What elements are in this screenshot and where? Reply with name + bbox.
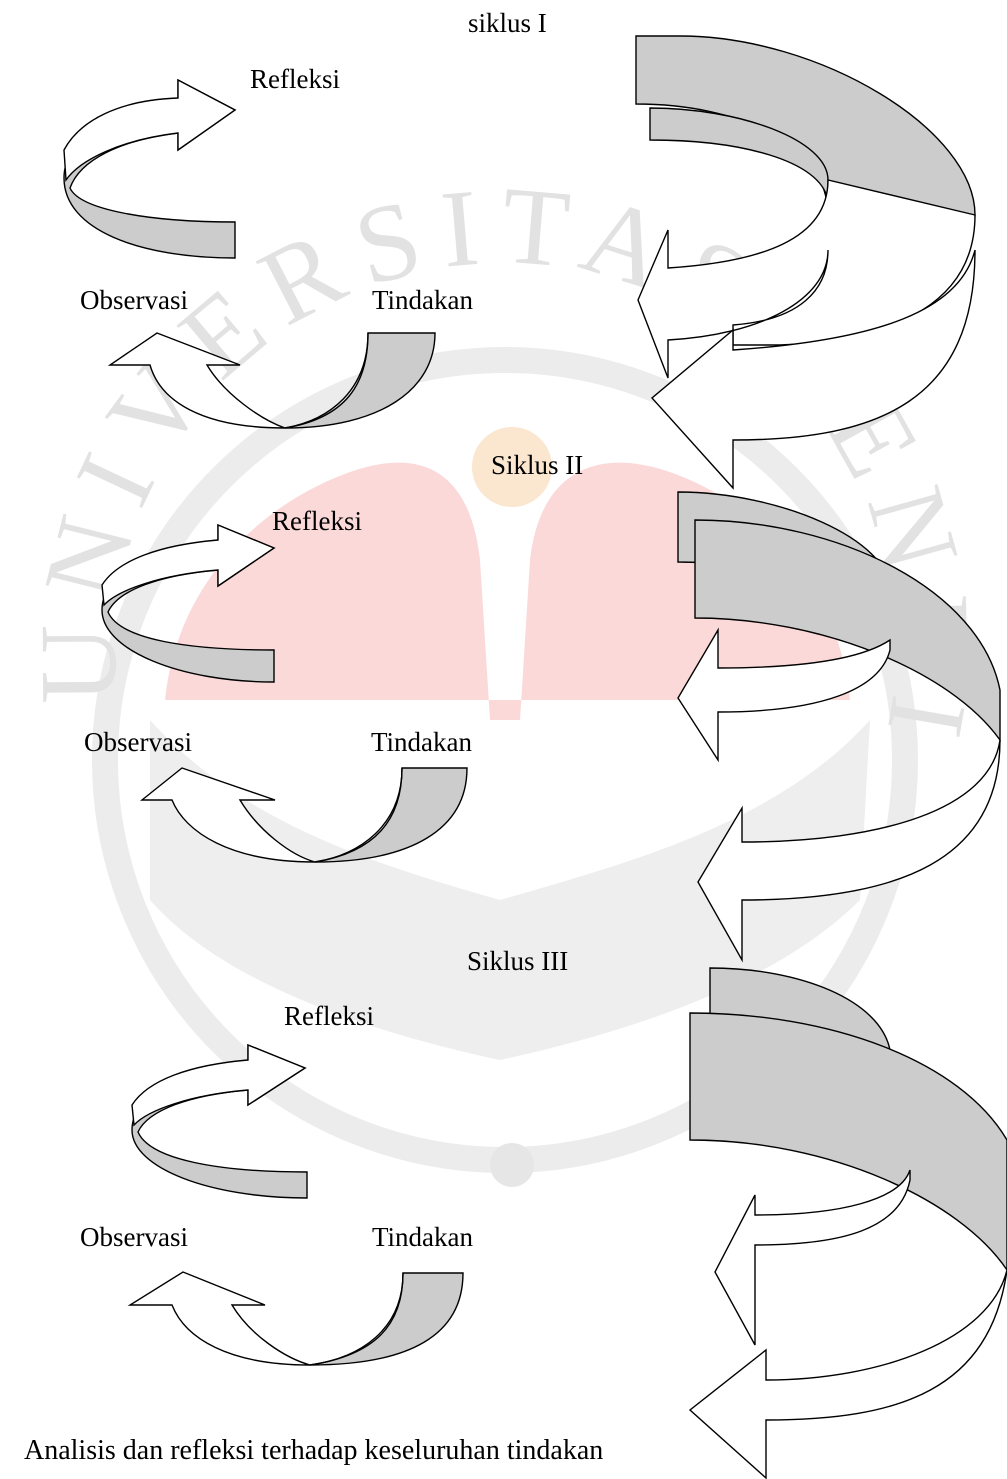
cycle-1-spiral-arrow [636, 36, 975, 488]
cycle-3-observasi-label: Observasi [80, 1224, 188, 1251]
cycle-1-action-arrow [110, 333, 435, 428]
cycle-3-spiral-arrow [690, 968, 1007, 1478]
cycle-1-tindakan-label: Tindakan [372, 287, 473, 314]
cycle-1-observasi-label: Observasi [80, 287, 188, 314]
cycle-3-title: Siklus III [467, 948, 568, 975]
cycle-2-action-arrow [142, 768, 467, 862]
cycle-1-refleksi-label: Refleksi [250, 66, 340, 93]
cycle-3-refleksi-label: Refleksi [284, 1003, 374, 1030]
cycle-3-reflection-arrow [132, 1045, 307, 1198]
cycle-2-title: Siklus II [491, 452, 583, 479]
footer-caption: Analisis dan refleksi terhadap keseluruh… [24, 1437, 603, 1465]
cycle-2-observasi-label: Observasi [84, 729, 192, 756]
cycle-3-tindakan-label: Tindakan [372, 1224, 473, 1251]
cycle-1-reflection-arrow [64, 80, 235, 258]
cycle-3-action-arrow [130, 1272, 463, 1365]
cycle-2-refleksi-label: Refleksi [272, 508, 362, 535]
cycle-2-spiral-arrow [678, 492, 1000, 960]
cycle-2-reflection-arrow [102, 525, 274, 682]
cycle-1-title: siklus I [468, 10, 547, 37]
cycle-2-tindakan-label: Tindakan [371, 729, 472, 756]
